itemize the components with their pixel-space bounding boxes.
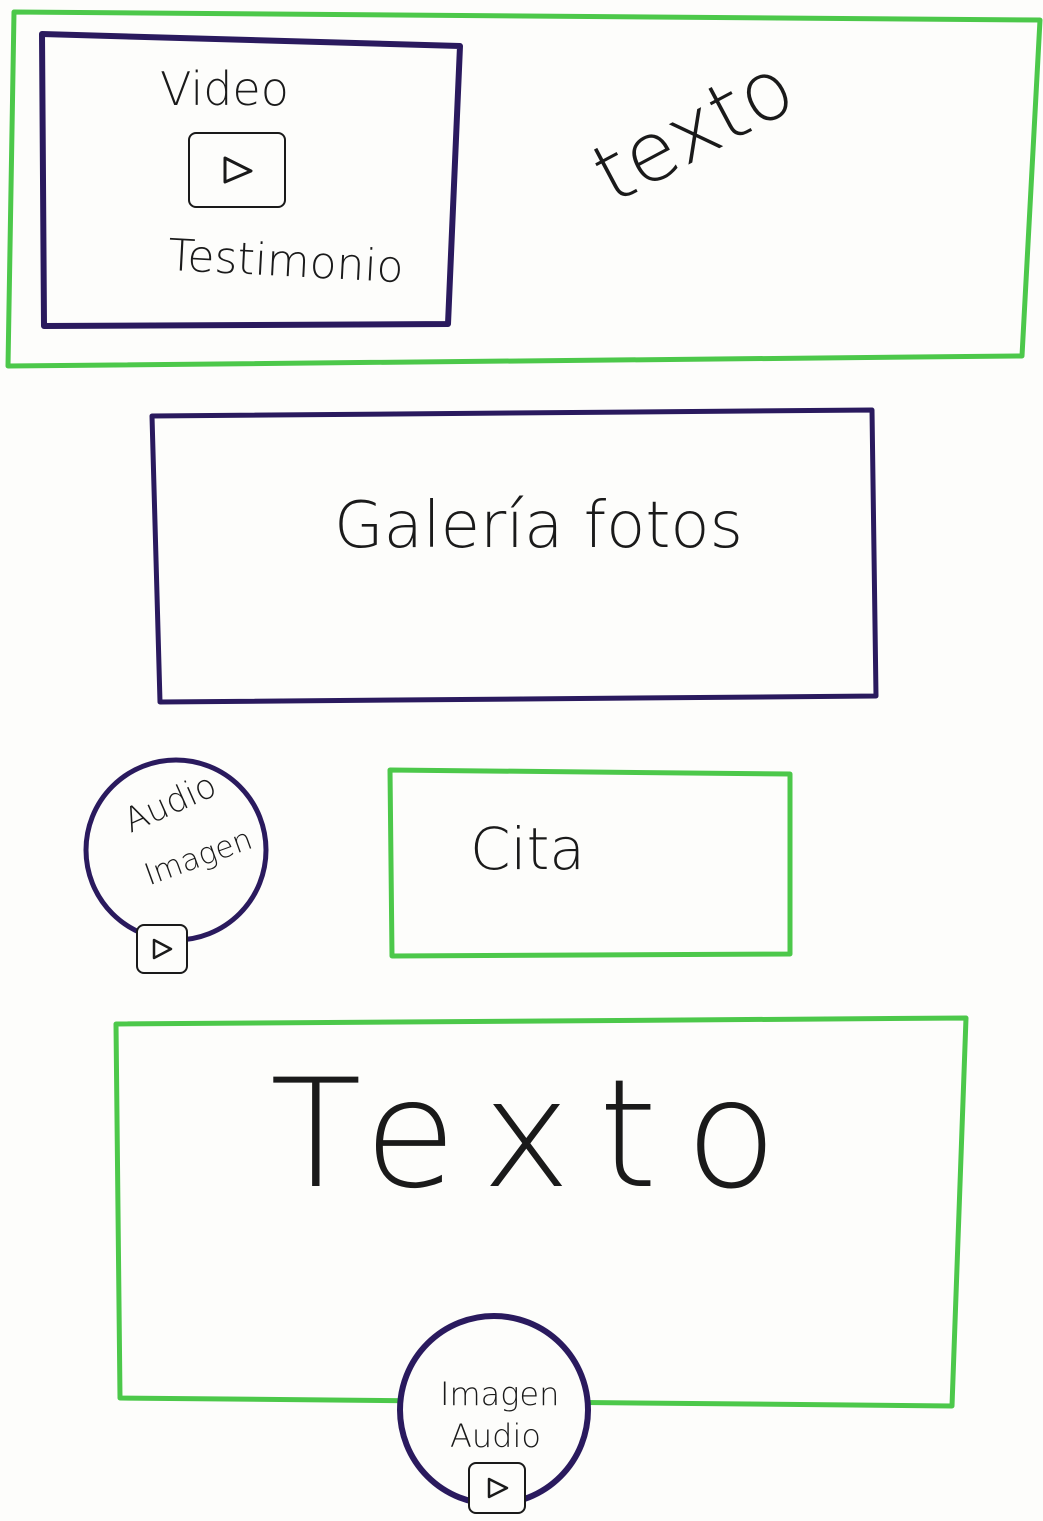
gallery-label: Galería fotos [334,489,743,563]
video-label: Video [160,62,289,116]
bottom-audio-label: Audio [450,1417,541,1455]
audio-play-button[interactable] [136,924,188,974]
video-box-frame [39,31,463,329]
bottom-imagen-label: Imagen [440,1375,560,1413]
testimonio-label: Testimonio [166,229,405,294]
hero-section-frame [5,9,1043,369]
play-icon [487,1477,509,1499]
cita-label: Cita [470,815,585,883]
bottom-play-button[interactable] [468,1462,526,1514]
play-icon [152,938,173,960]
gallery-frame [149,407,879,705]
bottom-texto-label: Texto [270,1048,806,1222]
play-icon [223,156,253,184]
video-play-button[interactable] [188,132,286,208]
bottom-text-frame [113,1015,969,1409]
cita-frame [387,767,793,959]
